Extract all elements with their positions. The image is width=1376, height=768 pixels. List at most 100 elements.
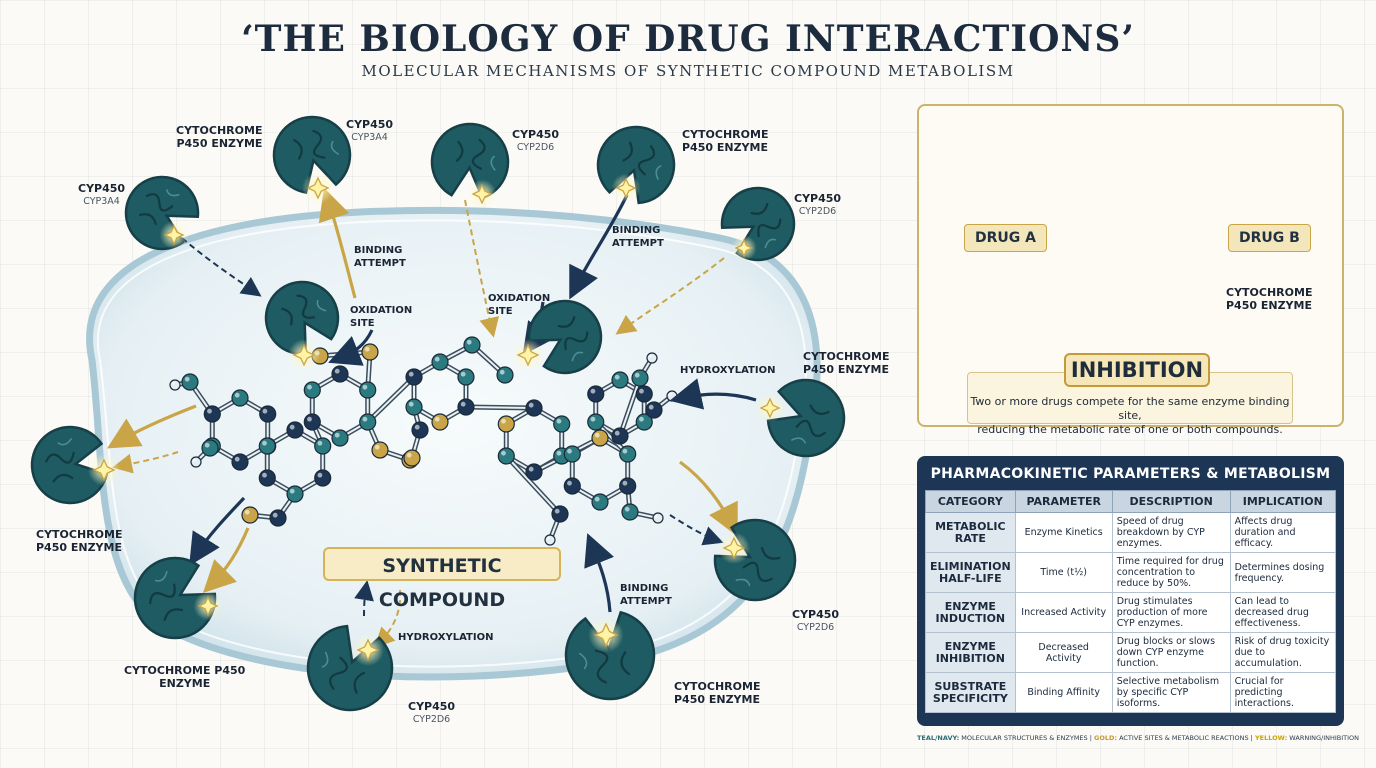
cell-category: SUBSTRATE SPECIFICITY bbox=[925, 672, 1016, 713]
molecule-atom-shine bbox=[434, 356, 440, 362]
molecule-atom-shine bbox=[499, 369, 505, 375]
molecule-atom bbox=[303, 413, 321, 431]
molecule-atom-shine bbox=[171, 381, 175, 385]
enzyme-label-cytochrome-bottom-left: CYTOCHROME P450 ENZYME bbox=[124, 664, 246, 690]
drug-b-tag: DRUG B bbox=[1228, 224, 1311, 252]
cell-implication: Can lead to decreased drug effectiveness… bbox=[1229, 592, 1337, 633]
enzyme-icon bbox=[133, 556, 217, 640]
molecule-atom-shine bbox=[556, 450, 562, 456]
active-site-spark-icon bbox=[755, 393, 785, 423]
molecule-atom bbox=[169, 379, 181, 391]
molecule-atom-shine bbox=[234, 392, 240, 398]
molecule-atom bbox=[361, 343, 379, 361]
molecule-atom-shine bbox=[289, 424, 295, 430]
inhibition-enzyme-label: CYTOCHROME P450 ENZYME bbox=[1226, 286, 1313, 312]
molecule-atom-shine bbox=[546, 536, 550, 540]
reaction-arrow bbox=[106, 404, 197, 449]
enzyme-icon bbox=[30, 425, 109, 505]
table-row: ENZYME INDUCTION Increased Activity Drug… bbox=[925, 592, 1337, 633]
molecule-atom bbox=[635, 385, 653, 403]
molecule-atom bbox=[563, 477, 581, 495]
reaction-arrow bbox=[464, 199, 500, 338]
molecule-atom-shine bbox=[668, 392, 672, 396]
cell-description: Time required for drug concentration to … bbox=[1111, 552, 1231, 593]
molecule-atom-shine bbox=[364, 346, 370, 352]
molecule-atom bbox=[405, 368, 423, 386]
reaction-arrow bbox=[669, 514, 724, 546]
molecule-atom-shine bbox=[554, 508, 560, 514]
molecule-atom bbox=[303, 381, 321, 399]
molecule-atom bbox=[431, 413, 449, 431]
molecule-atom bbox=[553, 415, 571, 433]
molecule-atom bbox=[457, 368, 475, 386]
molecule-atom bbox=[619, 477, 637, 495]
molecule-atom-shine bbox=[262, 440, 267, 446]
annotation-binding-attempt-1: BINDING ATTEMPT bbox=[354, 245, 406, 269]
molecule-atom bbox=[646, 352, 658, 364]
molecule-atom bbox=[203, 405, 221, 423]
molecule-atom-shine bbox=[624, 506, 630, 512]
annotation-oxidation-site-1: OXIDATION SITE bbox=[350, 305, 413, 329]
molecule-atom bbox=[231, 453, 249, 471]
molecule-atom-shine bbox=[622, 480, 628, 486]
molecule-atom-shine bbox=[639, 416, 644, 422]
annotation-binding-attempt-2: BINDING ATTEMPT bbox=[612, 225, 664, 249]
molecule-atom bbox=[331, 429, 349, 447]
page-title: ‘THE BIOLOGY OF DRUG INTERACTIONS’ bbox=[241, 18, 1135, 60]
molecule-atom bbox=[359, 413, 377, 431]
synthetic-compound-label: SYNTHETIC COMPOUND bbox=[323, 547, 561, 611]
molecule-atom bbox=[331, 365, 349, 383]
molecule-atom-shine bbox=[262, 408, 268, 414]
reaction-arrow bbox=[569, 194, 629, 300]
molecule-atom-shine bbox=[567, 480, 572, 486]
cell-description: Speed of drug breakdown by CYP enzymes. bbox=[1111, 512, 1231, 553]
col-header-implication: IMPLICATION bbox=[1229, 490, 1337, 513]
molecule-atom-shine bbox=[622, 448, 628, 454]
enzyme-label-cytochrome-bottom-right: CYTOCHROME P450 ENZYME bbox=[674, 680, 761, 706]
drug-a-tag: DRUG A bbox=[964, 224, 1047, 252]
molecule-atom-shine bbox=[528, 466, 534, 472]
molecule-atom bbox=[405, 398, 423, 416]
molecule-bond-highlight bbox=[464, 406, 535, 409]
molecule-atom bbox=[286, 421, 304, 439]
enzyme-icon bbox=[766, 378, 846, 458]
molecule-atom-shine bbox=[528, 402, 534, 408]
molecule-atom-shine bbox=[614, 374, 620, 380]
reaction-arrow bbox=[615, 257, 725, 335]
table-row: METABOLIC RATE Enzyme Kinetics Speed of … bbox=[925, 512, 1337, 553]
table-row: SUBSTRATE SPECIFICITY Binding Affinity S… bbox=[925, 672, 1337, 713]
col-header-parameter: PARAMETER bbox=[1014, 490, 1113, 513]
molecule-atom bbox=[619, 445, 637, 463]
molecule-atom bbox=[314, 469, 332, 487]
annotation-hydroxylation-1: HYDROXYLATION bbox=[680, 365, 776, 376]
reaction-arrow bbox=[318, 187, 357, 299]
reaction-arrows bbox=[106, 187, 757, 648]
cell-category: ENZYME INDUCTION bbox=[925, 592, 1016, 633]
active-site-spark-icon bbox=[611, 173, 641, 203]
active-site-spark-icon bbox=[731, 235, 757, 261]
molecule-atom-shine bbox=[501, 450, 506, 456]
molecule-atom-shine bbox=[466, 339, 472, 345]
enzyme-label-cytochrome-top-right: CYTOCHROME P450 ENZYME bbox=[682, 128, 769, 154]
pk-table-panel: PHARMACOKINETIC PARAMETERS & METABOLISM … bbox=[917, 456, 1344, 726]
molecule-atom-shine bbox=[639, 388, 644, 394]
cell-category: METABOLIC RATE bbox=[925, 512, 1016, 553]
enzyme-icon bbox=[720, 186, 796, 262]
reaction-arrow bbox=[181, 237, 262, 297]
annotation-hydroxylation-2: HYDROXYLATION bbox=[398, 632, 494, 643]
molecule-atom bbox=[587, 413, 605, 431]
table-row: ENZYME INHIBITION Decreased Activity Dru… bbox=[925, 632, 1337, 673]
cell-parameter: Time (t½) bbox=[1014, 552, 1113, 593]
cell-parameter: Binding Affinity bbox=[1014, 672, 1113, 713]
molecule-atom bbox=[525, 463, 543, 481]
molecule-atom-shine bbox=[590, 388, 596, 394]
molecule-atom bbox=[181, 373, 199, 391]
molecule-atom-shine bbox=[414, 424, 420, 430]
molecule-atom bbox=[666, 390, 678, 402]
